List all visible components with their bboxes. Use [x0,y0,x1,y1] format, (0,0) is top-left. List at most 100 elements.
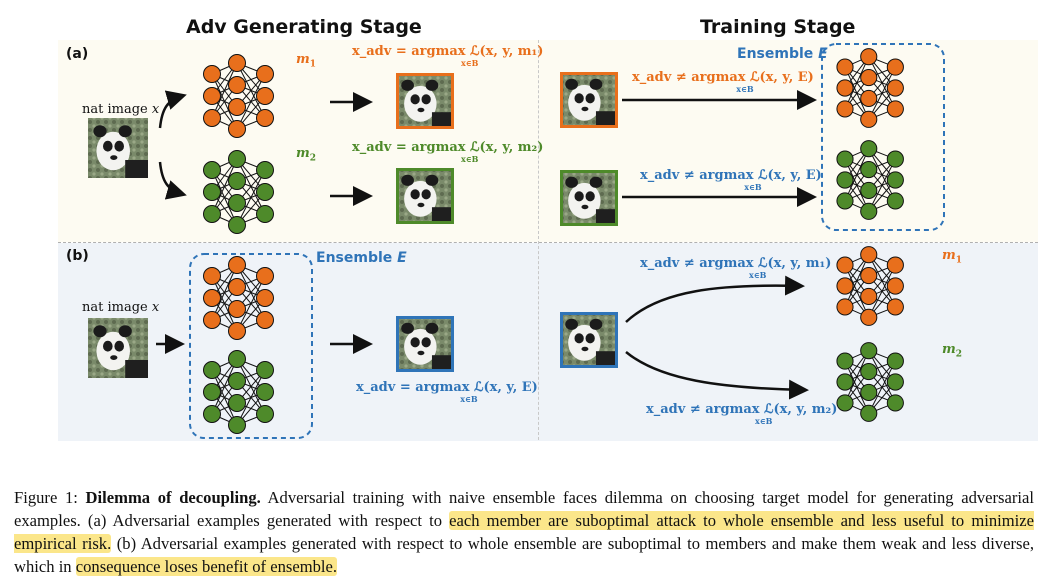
network-ensemble-m2-panel-b [203,350,274,434]
network-node [228,172,246,190]
network-node [203,87,221,105]
adv-image-m2-training-panel-a [560,170,618,226]
stage-divider [538,40,539,440]
network-node [256,109,274,127]
network-node [860,89,878,108]
network-node [228,372,246,390]
network-node [256,183,274,201]
network-node [886,171,904,189]
m1-label-a: m1 [296,52,317,70]
network-node [836,394,854,412]
network-node [860,140,878,158]
m2-label-a: m2 [296,146,317,164]
caption-title: Dilemma of decoupling. [85,488,261,507]
network-node [886,150,904,168]
network-node [860,202,878,220]
network-node [836,79,854,97]
network-node [836,150,854,168]
equation-b-train-2: x_adv ≠ argmax ℒ(x, y, m₂)x∈B [646,402,838,426]
network-node [886,192,904,210]
network-node [203,361,221,379]
network-node [256,87,274,105]
network-node [886,394,904,412]
network-node [886,277,904,295]
network-node [256,205,274,223]
m1-label-b: m1 [942,248,963,266]
caption-text-1: Adversarial training with naive ensemble… [14,488,1034,530]
adv-image-ensemble-panel-b [396,316,454,372]
adv-image-ensemble-training-panel-b [560,312,618,368]
adv-image-m1-training-panel-a [560,72,618,128]
network-node [228,394,246,412]
network-node [860,308,878,326]
network-node [228,256,246,274]
nat-image-panel-a [88,118,148,178]
network-node [860,110,878,128]
panel-a-label: (a) [66,46,89,62]
network-node [228,76,246,94]
network-node [836,171,854,189]
network-node [860,181,878,200]
ensemble-box-a [821,43,945,231]
network-m1-panel-a [203,54,274,138]
adv-image-m2-panel-a [396,168,454,224]
network-m2-panel-a [203,150,274,234]
network-node [228,216,246,234]
network-node [886,58,904,76]
network-node [256,289,274,307]
network-node [256,311,274,329]
arrow-adv-to-m1 [625,275,805,323]
network-node [836,58,854,76]
arrow-nat-to-m1 [158,90,187,129]
network-node [203,289,221,307]
network-node [203,383,221,401]
network-node [860,48,878,66]
network-node [256,383,274,401]
network-node [860,246,878,264]
caption-highlight-2: consequence loses benefit of ensemble. [75,557,338,576]
nat-image-label-a: nat image x [82,102,160,117]
equation-b-train-1: x_adv ≠ argmax ℒ(x, y, m₁)x∈B [640,256,832,280]
stage-title-adv-generating: Adv Generating Stage [186,16,422,38]
panel-divider [58,242,1038,243]
network-node [228,350,246,368]
network-node [860,362,878,381]
network-node [203,109,221,127]
figure-caption: Figure 1: Dilemma of decoupling. Adversa… [14,486,1035,578]
network-node [836,277,854,295]
caption-prefix: Figure 1: [14,488,86,507]
network-node [860,404,878,422]
network-node [256,405,274,423]
network-node [228,150,246,168]
network-node [256,361,274,379]
network-node [836,298,854,316]
network-node [228,322,246,340]
network-node [228,300,246,318]
network-node [836,256,854,274]
network-node [203,405,221,423]
network-node [836,192,854,210]
network-m2-panel-b [836,342,904,422]
network-ensemble-m1-panel-a [836,48,904,128]
network-node [836,373,854,391]
ensemble-label-a: Ensemble E [737,46,828,62]
network-node [203,267,221,285]
network-node [860,160,878,179]
network-node [886,373,904,391]
network-ensemble-m1-panel-b [203,256,274,340]
network-node [228,120,246,138]
network-ensemble-m2-panel-a [836,140,904,220]
network-node [203,183,221,201]
network-node [886,100,904,118]
network-node [228,194,246,212]
arrow-nat-to-m2 [158,161,187,200]
network-node [228,278,246,296]
network-node [836,100,854,118]
nat-image-panel-b [88,318,148,378]
equation-a-gen-m2: x_adv = argmax ℒ(x, y, m₂)x∈B [352,140,544,164]
network-node [860,287,878,306]
arrow-adv-to-m2 [625,351,809,400]
m2-label-b: m2 [942,342,963,360]
equation-a-train-2: x_adv ≠ argmax ℒ(x, y, E)x∈B [640,168,822,192]
equation-a-gen-m1: x_adv = argmax ℒ(x, y, m₁)x∈B [352,44,544,68]
